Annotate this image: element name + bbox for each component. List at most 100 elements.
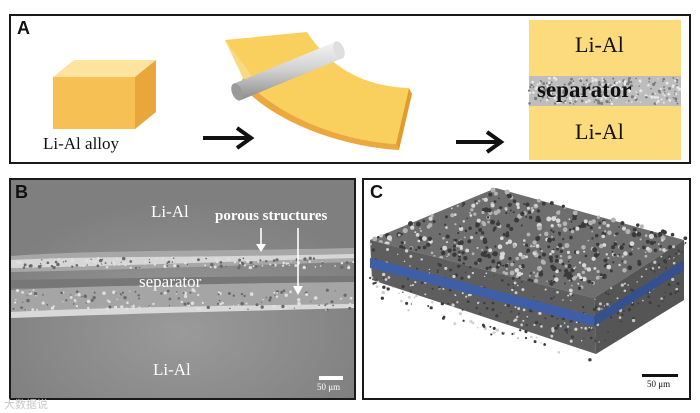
texture-dot	[507, 202, 512, 207]
texture-dot	[119, 258, 121, 260]
texture-dot	[651, 267, 655, 270]
texture-dot	[621, 260, 624, 263]
texture-dot	[397, 233, 401, 237]
texture-dot	[663, 86, 665, 88]
texture-dot	[57, 258, 60, 261]
texture-dot	[602, 87, 605, 90]
texture-dot	[420, 281, 424, 285]
texture-dot	[574, 275, 578, 279]
texture-dot	[566, 331, 569, 334]
texture-dot	[575, 321, 578, 324]
texture-dot	[600, 95, 603, 98]
texture-dot	[620, 283, 624, 287]
texture-dot	[623, 289, 627, 293]
texture-dot	[589, 90, 592, 94]
texture-dot	[626, 101, 628, 104]
texture-dot	[570, 77, 573, 81]
texture-dot	[105, 266, 109, 269]
texture-dot	[535, 215, 541, 221]
texture-dot	[597, 83, 600, 85]
texture-dot	[72, 303, 75, 305]
texture-dot	[564, 282, 566, 285]
texture-dot	[452, 244, 456, 248]
texture-dot	[623, 82, 627, 86]
texture-dot	[502, 331, 505, 333]
texture-dot	[81, 261, 84, 264]
texture-dot	[620, 320, 622, 323]
texture-dot	[108, 300, 111, 304]
texture-dot	[166, 308, 169, 310]
texture-dot	[36, 308, 39, 311]
texture-dot	[587, 99, 591, 103]
texture-dot	[523, 202, 526, 205]
texture-dot	[562, 221, 568, 227]
texture-dot	[427, 236, 432, 241]
texture-dot	[219, 261, 223, 264]
texture-dot	[530, 206, 534, 210]
texture-dot	[547, 237, 553, 243]
texture-dot	[69, 296, 73, 299]
panel-a-illustration	[53, 20, 682, 160]
texture-dot	[26, 295, 28, 297]
texture-dot	[21, 266, 23, 268]
texture-dot	[645, 239, 650, 244]
texture-dot	[556, 290, 559, 294]
texture-dot	[464, 229, 468, 233]
texture-dot	[609, 316, 613, 319]
texture-dot	[573, 103, 575, 105]
texture-dot	[520, 211, 525, 217]
texture-dot	[667, 282, 671, 286]
texture-dot	[555, 269, 559, 274]
texture-dot	[556, 210, 561, 215]
texture-dot	[16, 260, 20, 264]
texture-dot	[120, 261, 122, 263]
texture-dot	[166, 264, 168, 267]
texture-dot	[555, 254, 559, 259]
texture-dot	[630, 95, 634, 99]
texture-dot	[591, 256, 596, 261]
texture-dot	[499, 264, 502, 267]
texture-dot	[227, 291, 231, 295]
texture-dot	[478, 227, 483, 232]
texture-dot	[664, 291, 666, 294]
texture-dot	[386, 247, 390, 251]
texture-dot	[572, 80, 575, 83]
texture-dot	[620, 221, 625, 226]
texture-dot	[536, 272, 539, 275]
texture-dot	[177, 297, 180, 300]
texture-dot	[601, 234, 606, 239]
texture-dot	[65, 299, 68, 302]
texture-dot	[144, 260, 147, 263]
texture-dot	[372, 282, 375, 285]
texture-dot	[265, 296, 268, 299]
texture-dot	[131, 306, 135, 310]
texture-dot	[598, 243, 604, 249]
texture-dot	[623, 282, 626, 285]
texture-dot	[381, 272, 386, 277]
texture-dot	[307, 261, 309, 263]
texture-dot	[498, 197, 500, 200]
texture-dot	[627, 77, 630, 79]
texture-dot	[269, 263, 272, 266]
texture-dot	[655, 101, 658, 104]
texture-dot	[505, 267, 508, 271]
texture-dot	[573, 217, 577, 221]
texture-dot	[213, 265, 217, 269]
texture-dot	[516, 205, 520, 210]
texture-dot	[50, 306, 55, 310]
texture-dot	[572, 210, 578, 216]
texture-dot	[273, 291, 276, 294]
texture-dot	[262, 298, 264, 301]
texture-dot	[22, 301, 24, 303]
texture-dot	[138, 266, 141, 269]
texture-dot	[639, 224, 644, 229]
texture-dot	[297, 301, 301, 306]
texture-dot	[252, 265, 255, 268]
texture-dot	[539, 100, 542, 102]
texture-dot	[557, 223, 560, 226]
texture-dot	[539, 323, 542, 326]
texture-dot	[656, 96, 660, 99]
texture-dot	[548, 280, 550, 283]
separator-layer-front	[370, 258, 594, 326]
texture-dot	[302, 265, 306, 270]
